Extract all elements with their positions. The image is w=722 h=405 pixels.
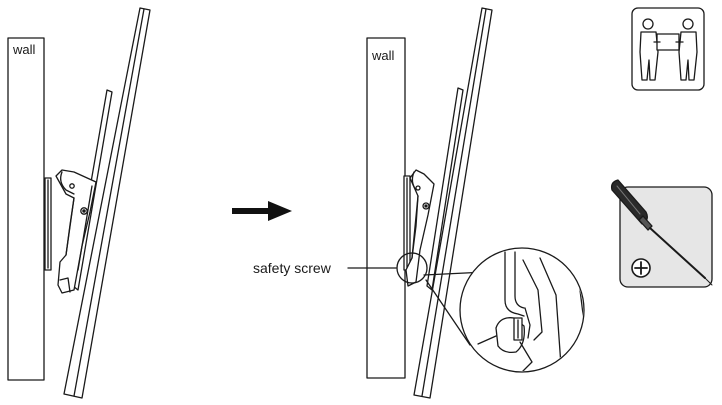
right-arrow-icon xyxy=(232,201,292,221)
phillips-screwdriver-icon xyxy=(610,179,713,288)
phillips-head-icon xyxy=(631,258,651,278)
scene-after xyxy=(347,7,585,399)
wall-plate-left xyxy=(44,177,52,271)
tv-bracket-left xyxy=(55,169,97,294)
wall-label-after: wall xyxy=(372,48,395,63)
two-person-lift-icon xyxy=(631,7,705,91)
tv-panel-right xyxy=(413,7,493,399)
wall-label-before: wall xyxy=(13,42,36,57)
safety-screw-marker xyxy=(396,252,428,284)
scene-before xyxy=(7,7,151,399)
tv-bracket-right xyxy=(405,169,435,287)
wall-plate-right xyxy=(403,175,411,271)
wall-panel-right xyxy=(366,37,406,379)
safety-screw-detail xyxy=(459,247,585,373)
safety-screw-label: safety screw xyxy=(253,260,331,276)
zoom-connector-bottom xyxy=(425,279,471,346)
wall-panel-left xyxy=(7,37,45,381)
